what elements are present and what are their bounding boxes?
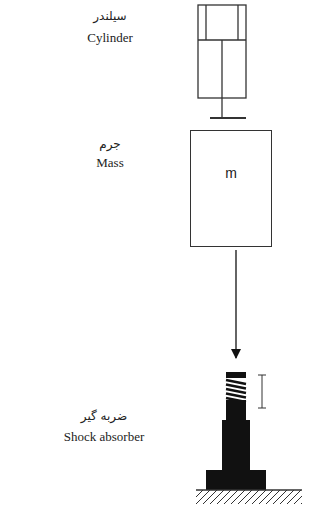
ground-symbol (196, 490, 302, 504)
part-name-fa: ضربه گیر (81, 410, 127, 423)
part-name: Shock absorber (64, 430, 145, 444)
part-name-fa: جرم (99, 138, 120, 151)
mass-box: m (190, 130, 272, 247)
part-name-fa: سیلندر (93, 10, 126, 23)
spring-coil (226, 389, 246, 393)
mass-symbol: m (225, 165, 237, 181)
motion-arrow (235, 250, 236, 358)
shock-absorber-symbol (206, 372, 266, 490)
part-name: Mass (96, 156, 123, 170)
part-name: Cylinder (87, 31, 133, 45)
spring-coil (226, 380, 246, 384)
cylinder-symbol (198, 5, 246, 118)
spring-coil (226, 394, 246, 398)
spring-coil (226, 385, 246, 389)
